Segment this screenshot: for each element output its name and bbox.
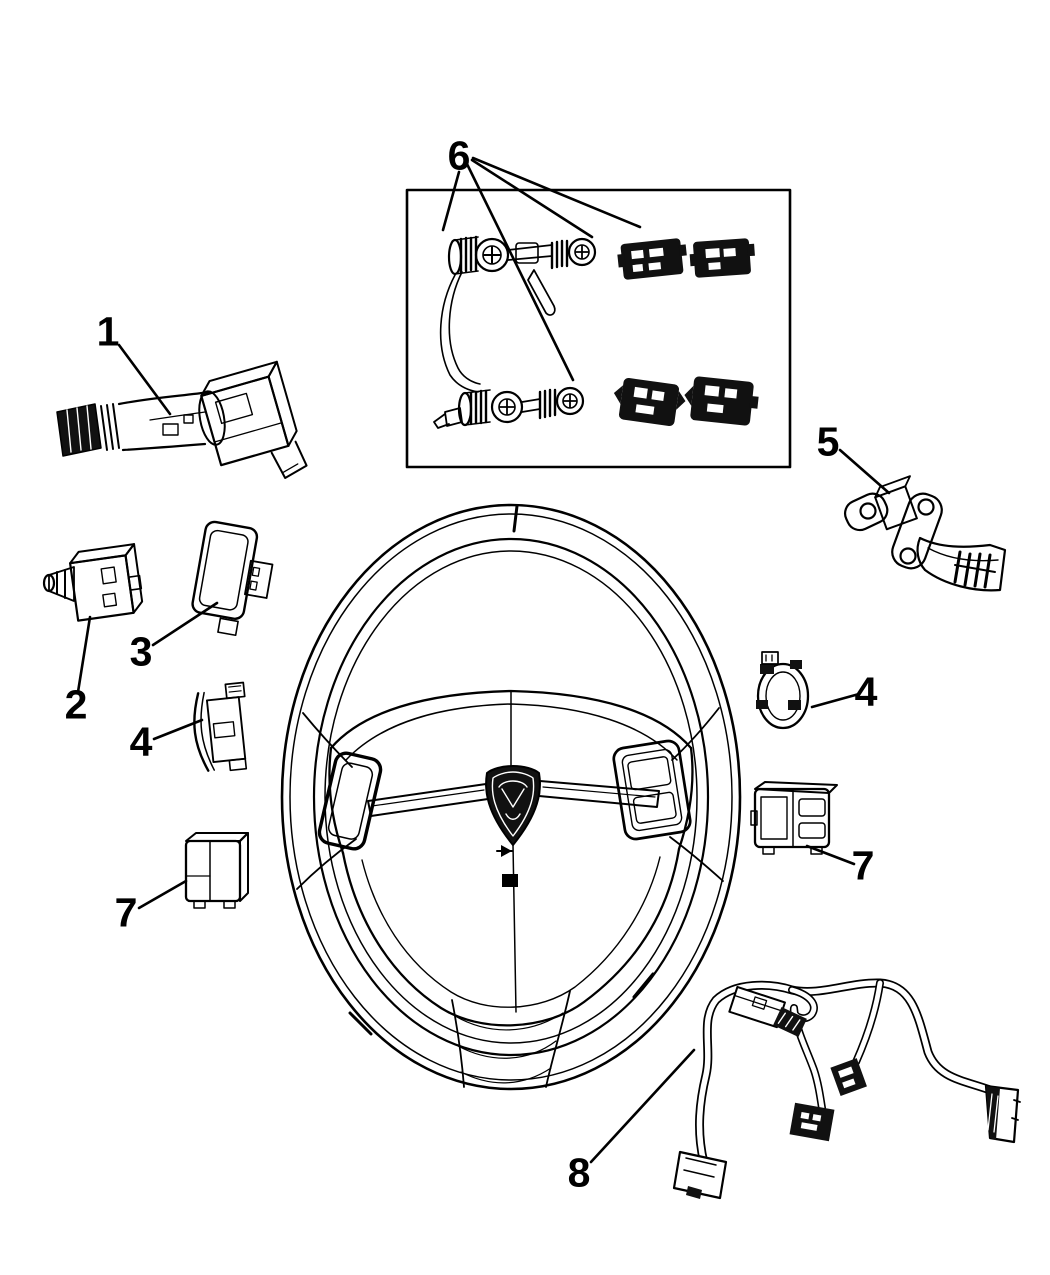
spoke-switch-left — [184, 832, 249, 909]
callout-4-right: 4 — [854, 668, 878, 715]
bracket-switch — [843, 475, 1007, 592]
callout-7-left: 7 — [114, 889, 138, 936]
leader-1 — [117, 343, 172, 416]
leader-6-c — [470, 158, 594, 239]
paddle-switch-left — [193, 681, 248, 772]
callout-5: 5 — [816, 418, 840, 465]
paddle-connector-block-1 — [617, 238, 687, 280]
callout-6: 6 — [447, 132, 471, 179]
callout-2: 2 — [64, 681, 88, 728]
callout-8: 8 — [567, 1149, 591, 1196]
leader-6-a — [441, 170, 461, 232]
leader-3 — [151, 601, 219, 647]
leader-8 — [589, 1048, 696, 1164]
plunger-switch — [42, 543, 144, 622]
callout-4-left: 4 — [129, 718, 153, 765]
leader-7-right — [805, 844, 856, 866]
leader-2 — [76, 615, 92, 694]
paddle-connector-block-3 — [613, 377, 686, 427]
parts-group-box — [405, 188, 792, 469]
ram-badge — [485, 765, 541, 846]
leader-6-b — [465, 162, 575, 382]
paddle-connector-block-4 — [684, 376, 759, 426]
leader-6-d — [471, 156, 642, 229]
callout-1: 1 — [96, 308, 120, 355]
callout-7-right: 7 — [851, 842, 875, 889]
leader-4-right — [810, 692, 861, 709]
wiring-harness — [672, 978, 1021, 1200]
callout-3: 3 — [129, 628, 153, 675]
ring-switch-right — [756, 651, 810, 730]
shift-paddle-assembly-lower — [433, 386, 585, 429]
callout-leader-lines — [76, 156, 891, 1164]
bezel-switch — [191, 520, 274, 637]
multifunction-switch-lever — [56, 360, 308, 479]
paddle-connector-block-2 — [689, 238, 755, 278]
spoke-switch-right — [750, 781, 838, 855]
steering-wheel-drawing — [280, 503, 742, 1091]
leader-7-left — [137, 879, 188, 910]
shift-paddle-assembly-upper — [439, 235, 597, 393]
